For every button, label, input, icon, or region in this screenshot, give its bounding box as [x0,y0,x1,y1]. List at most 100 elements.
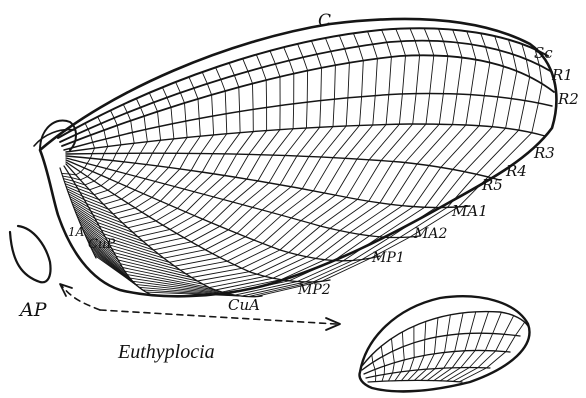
crossvein [206,233,238,249]
crossvein [467,31,472,44]
crossvein [410,28,415,40]
crossvein [258,155,273,181]
forewing: C Sc R1 R2 R3 R4 R5 MA1 MA2 MP1 MP2 CuA … [34,11,579,314]
crossvein [85,123,88,129]
crossvein [289,261,334,281]
crossvein [484,63,490,96]
crossvein [297,127,320,156]
crossvein [119,136,121,145]
crossvein [256,55,261,68]
crossvein [158,153,165,166]
crossvein [492,97,498,127]
costal-stigma [34,120,76,150]
crossvein [445,335,448,352]
crossvein [369,124,399,160]
crossvein [485,334,492,351]
crossvein [382,30,387,43]
crossvein [101,124,104,131]
crossvein [170,216,194,230]
crossvein [164,250,206,259]
crossvein [325,38,330,51]
crossvein [499,50,503,66]
crossvein [202,72,207,84]
crossvein [281,260,325,280]
crossvein [136,165,147,177]
crossvein [135,153,140,163]
dashed-arrow-to-ap [62,286,100,310]
crossvein [469,351,485,368]
crossvein [430,56,434,94]
crossvein [106,139,108,147]
crossvein [346,98,348,126]
crossvein [345,49,350,63]
crossvein [101,169,106,176]
crossvein [180,261,227,270]
crossvein [298,44,303,57]
crossvein [180,154,189,169]
crossvein [146,129,148,141]
crossvein [309,127,333,157]
crossvein [141,108,145,117]
crossvein [539,65,542,84]
crossvein [214,177,236,197]
label-mp1: MP1 [371,250,405,266]
crossvein [201,135,214,154]
crossvein [414,369,427,380]
crossvein [435,352,444,368]
crossvein [465,333,470,350]
crossvein [113,153,116,160]
crossvein [270,51,275,64]
crossvein [213,237,246,254]
crossvein [321,68,322,101]
crossvein [127,176,136,186]
crossvein [426,94,430,125]
crossvein [253,84,254,110]
crossvein [191,226,220,242]
crossvein [213,154,224,174]
crossvein [532,103,539,133]
crossvein [158,112,160,127]
crossvein [198,230,228,246]
crossvein [280,223,311,250]
crossvein [248,71,253,83]
crossvein [272,189,302,213]
crossvein [303,57,308,70]
crossvein [146,153,152,164]
crossvein [324,158,345,193]
crossvein [424,28,429,40]
crossvein [159,127,161,141]
crossvein [164,139,174,154]
crossvein [155,167,169,181]
crossvein [107,161,113,169]
crossvein [90,186,102,190]
crossvein [192,268,242,277]
crossvein [360,97,362,126]
crossvein [254,215,282,240]
crossvein [380,163,405,203]
crossvein [495,36,500,50]
crossvein [471,60,476,95]
crossvein [282,191,314,215]
crossvein [220,205,243,227]
crossvein [424,340,425,356]
crossvein [415,41,420,56]
crossvein [128,194,143,204]
crossvein [94,175,101,181]
crossvein [177,219,203,233]
crossvein [511,71,516,98]
crossvein [375,59,377,96]
crossvein [306,102,307,128]
crossvein [225,133,241,154]
crossvein [236,155,249,178]
crossvein [167,98,171,108]
crossvein [393,351,395,363]
crossvein [519,101,525,131]
crossvein [453,30,458,43]
crossvein [357,125,386,159]
crossvein [93,142,95,148]
crossvein [198,99,199,119]
crossvein [116,162,124,171]
crossvein [381,346,382,356]
crossvein [395,372,401,381]
crossvein [133,225,163,232]
